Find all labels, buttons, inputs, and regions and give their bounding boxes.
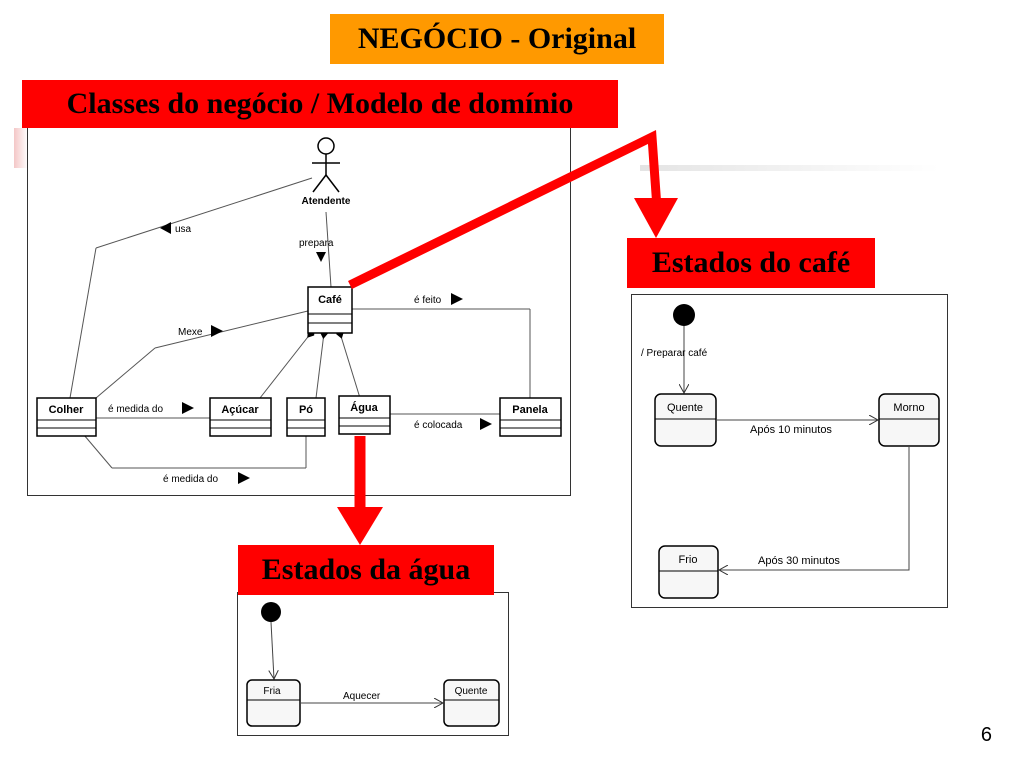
slide-number: 6 bbox=[980, 724, 992, 746]
assoc-e-feito: é feito bbox=[414, 295, 442, 306]
assoc-usa: usa bbox=[175, 224, 192, 235]
class-acucar: Açúcar bbox=[209, 397, 272, 437]
class-panela: Panela bbox=[499, 397, 562, 437]
class-agua: Água bbox=[338, 395, 391, 435]
cafe-initial-transition: / Preparar café bbox=[641, 348, 708, 359]
actor-label: Atendente bbox=[302, 196, 351, 207]
cafe-state-quente-label: Quente bbox=[667, 402, 703, 414]
divider-line bbox=[640, 165, 940, 171]
water-initial-state bbox=[261, 602, 281, 622]
water-state-fria: Fria bbox=[246, 679, 301, 727]
water-state-quente-label: Quente bbox=[455, 686, 488, 697]
class-cafe-name: Café bbox=[318, 294, 342, 306]
cafe-state-morno: Morno bbox=[878, 393, 940, 447]
assoc-prepara: prepara bbox=[299, 238, 334, 249]
label-cafe-states: Estados do café bbox=[627, 238, 875, 288]
class-acucar-name: Açúcar bbox=[221, 404, 259, 416]
cafe-initial-state bbox=[673, 304, 695, 326]
cafe-state-morno-label: Morno bbox=[893, 402, 924, 414]
water-state-quente: Quente bbox=[443, 679, 500, 727]
class-cafe: Café bbox=[307, 286, 353, 334]
actor-atendente bbox=[312, 137, 340, 193]
class-agua-name: Água bbox=[350, 401, 378, 414]
assoc-e-colocada: é colocada bbox=[414, 420, 463, 431]
cafe-transition-10min: Após 10 minutos bbox=[750, 424, 832, 436]
slide-title: NEGÓCIO - Original bbox=[330, 14, 664, 64]
assoc-e-medida-do-1: é medida do bbox=[108, 404, 163, 415]
cafe-transition-30min: Após 30 minutos bbox=[758, 555, 840, 567]
water-transition-aquecer: Aquecer bbox=[343, 691, 381, 702]
assoc-mexe: Mexe bbox=[178, 327, 203, 338]
class-colher-name: Colher bbox=[49, 404, 85, 416]
cafe-state-quente: Quente bbox=[654, 393, 717, 447]
red-arrow-agua bbox=[337, 436, 383, 545]
assoc-e-medida-do-2: é medida do bbox=[163, 474, 218, 485]
label-domain-classes: Classes do negócio / Modelo de domínio bbox=[22, 80, 618, 128]
label-water-states: Estados da água bbox=[238, 545, 494, 595]
class-po: Pó bbox=[286, 397, 326, 437]
cafe-state-frio: Frio bbox=[658, 545, 719, 599]
cafe-state-frio-label: Frio bbox=[679, 554, 698, 566]
red-arrow-cafe bbox=[348, 130, 678, 290]
water-state-fria-label: Fria bbox=[263, 686, 281, 697]
class-panela-name: Panela bbox=[512, 404, 548, 416]
class-po-name: Pó bbox=[299, 404, 313, 416]
class-colher: Colher bbox=[36, 397, 97, 437]
label-shadow bbox=[14, 128, 28, 168]
